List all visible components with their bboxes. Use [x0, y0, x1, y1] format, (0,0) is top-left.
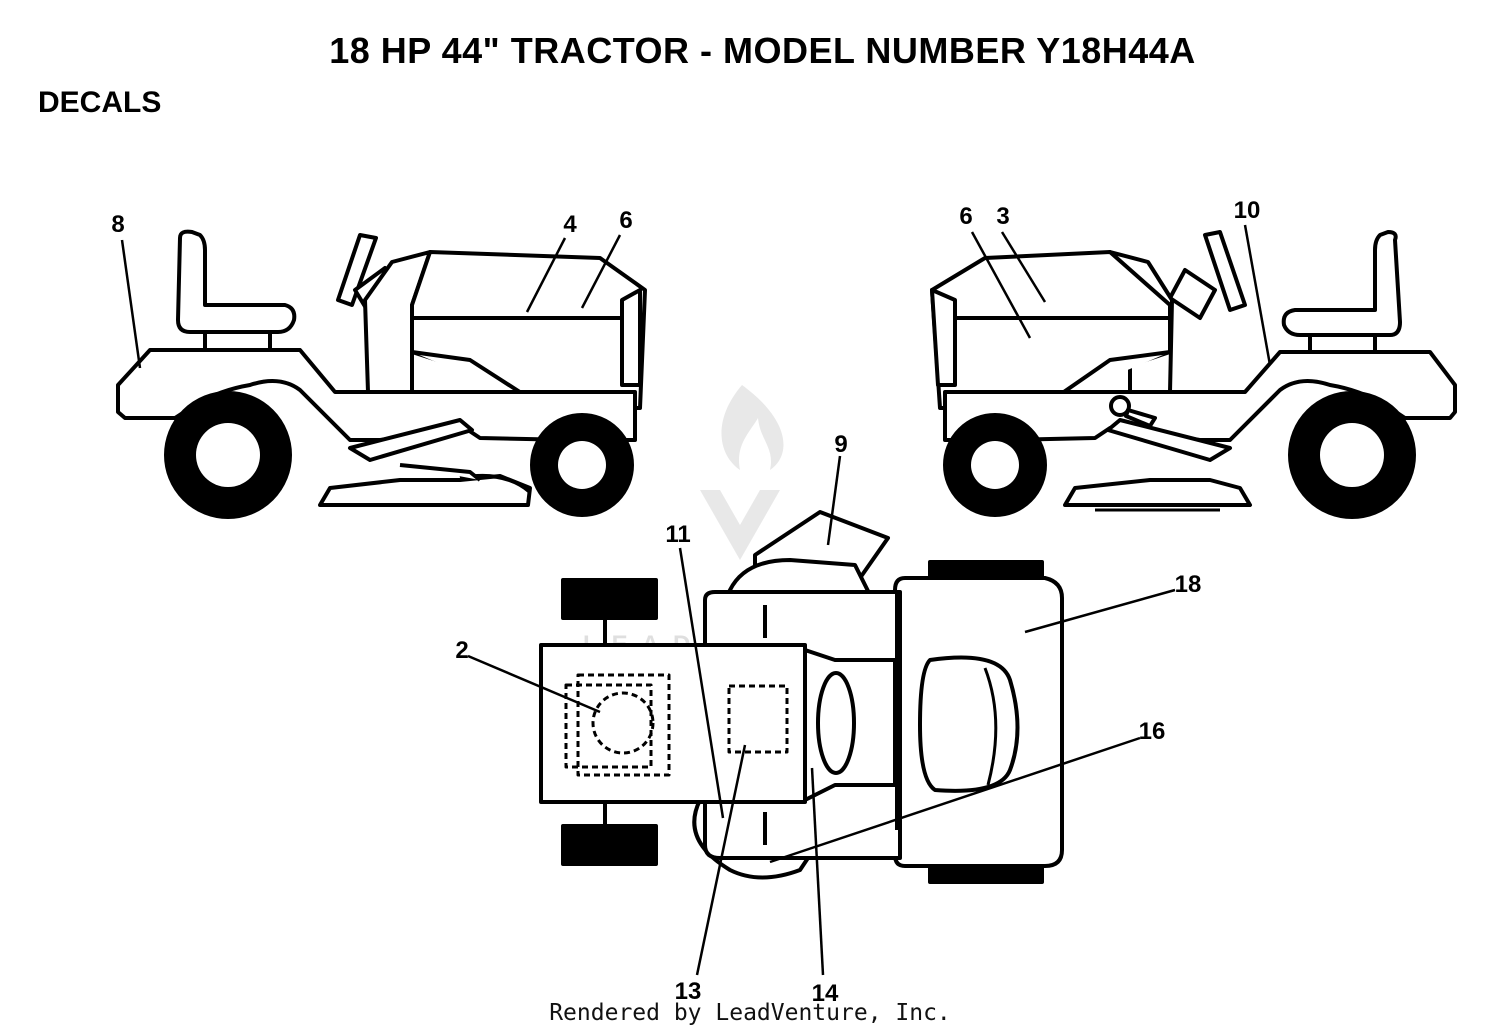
- callout-3: 3: [996, 203, 1009, 230]
- callout-16: 16: [1139, 718, 1166, 745]
- callout-8: 8: [111, 211, 124, 238]
- page-title: 18 HP 44" TRACTOR - MODEL NUMBER Y18H44A: [329, 30, 1196, 71]
- flame-logo-icon: [721, 385, 784, 470]
- callout-10: 10: [1234, 197, 1261, 224]
- footer-credit: Rendered by LeadVenture, Inc.: [549, 1000, 951, 1026]
- callout-2: 2: [455, 637, 468, 664]
- callout-9: 9: [834, 431, 847, 458]
- callout-11: 11: [665, 521, 690, 548]
- callout-6-right: 6: [959, 203, 972, 230]
- tractor-left-view: [116, 229, 647, 519]
- callout-18: 18: [1175, 571, 1202, 598]
- tractor-right-view: [930, 230, 1457, 519]
- section-heading: DECALS: [38, 86, 162, 119]
- callout-4: 4: [563, 211, 577, 238]
- leader-lines: [120, 224, 1272, 976]
- callout-13: 13: [675, 978, 702, 1005]
- callout-14: 14: [812, 980, 839, 1007]
- tractor-top-view: [539, 510, 1064, 884]
- callout-6-left: 6: [619, 207, 632, 234]
- callout-labels: 8 4 6 6 3 10 9 11 18 2 16 13 14: [111, 197, 1260, 1007]
